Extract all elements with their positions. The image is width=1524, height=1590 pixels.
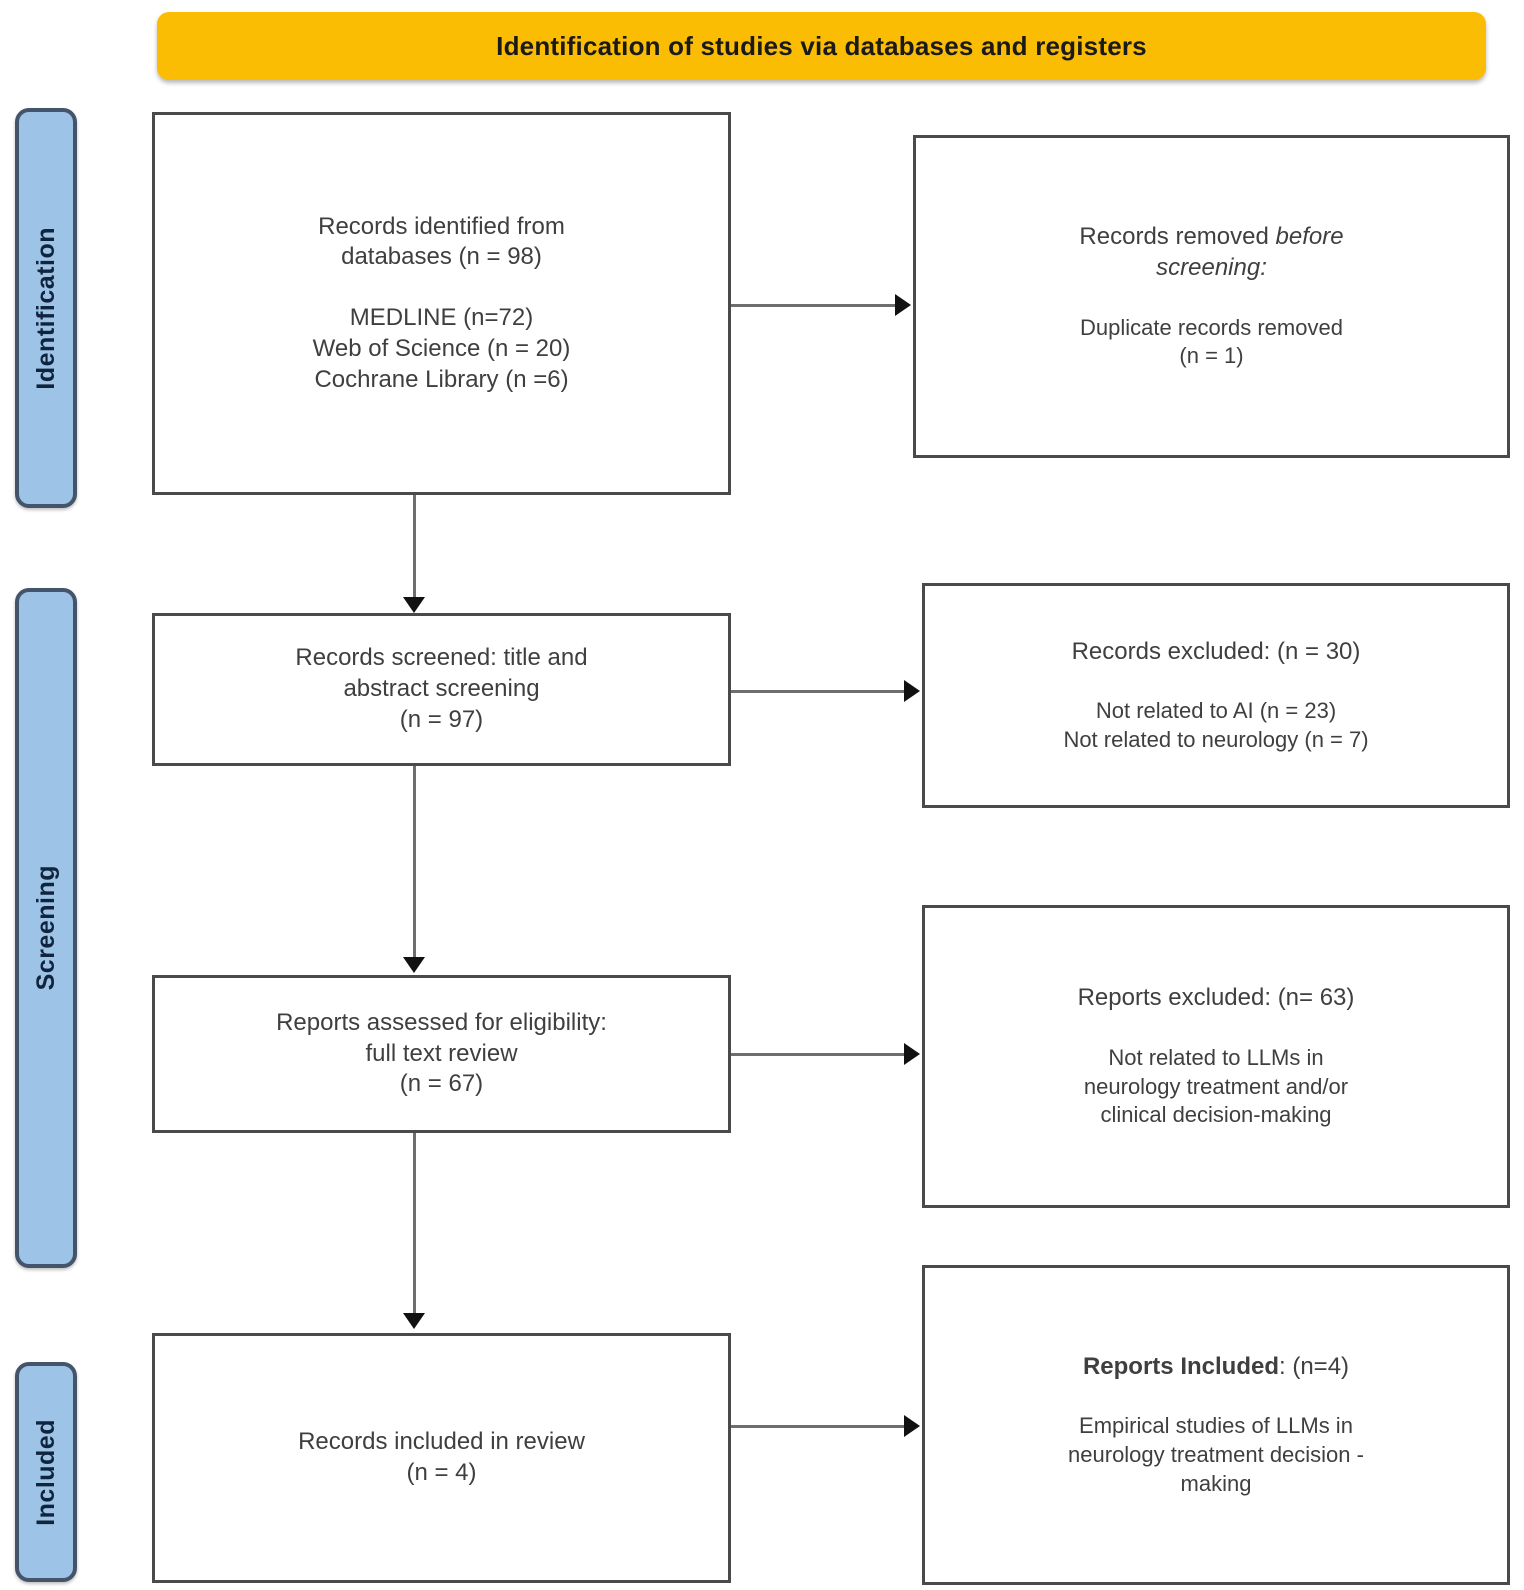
header-title: Identification of studies via databases … [496,30,1147,61]
records-identified-source-medline: MEDLINE (n=72) [349,304,534,332]
records-removed-title-prefix: Records removed [1079,223,1276,251]
arrow-down-icon [403,597,425,613]
connector-eligibility-to-reports-excluded [731,1053,906,1056]
reports-included-detail-line2: neurology treatment decision - [1068,1442,1364,1468]
connector-screened-to-eligibility [413,766,416,959]
duplicate-records-removed-line2: (n = 1) [1179,343,1244,369]
arrow-down-icon [403,1313,425,1329]
reports-included-detail-line1: Empirical studies of LLMs in [1079,1413,1353,1439]
records-excluded-reason-ai: Not related to AI (n = 23) [1095,698,1337,724]
box-records-included-in-review: Records included in review (n = 4) [152,1333,731,1583]
stage-label-included: Included [31,1418,60,1526]
records-screened-line2: abstract screening [343,675,540,703]
duplicate-records-removed-line1: Duplicate records removed [1080,314,1343,340]
stage-bar-included: Included [15,1362,77,1582]
box-records-screened: Records screened: title and abstract scr… [152,613,731,766]
connector-identified-to-screened [413,495,416,599]
records-screened-line1: Records screened: title and [295,644,588,672]
box-records-excluded: Records excluded: (n = 30) Not related t… [922,583,1510,808]
stage-label-identification: Identification [31,226,60,390]
records-removed-title-italic2: screening: [1156,253,1267,281]
box-records-identified: Records identified from databases (n = 9… [152,112,731,495]
records-identified-line2: databases (n = 98) [341,243,542,271]
box-reports-excluded: Reports excluded: (n= 63) Not related to… [922,905,1510,1208]
reports-excluded-reason-line2: neurology treatment and/or [1083,1073,1349,1099]
records-identified-source-cochrane: Cochrane Library (n =6) [314,365,569,393]
connector-screened-to-excluded [731,690,906,693]
arrow-down-icon [403,957,425,973]
reports-excluded-title: Reports excluded: (n= 63) [1077,984,1355,1012]
records-screened-line3: (n = 97) [399,705,484,733]
reports-included-detail-line3: making [1180,1470,1252,1496]
stage-bar-identification: Identification [15,108,77,508]
records-removed-title: Records removed before [1079,222,1343,253]
reports-excluded-reason-line3: clinical decision-making [1100,1102,1332,1128]
reports-assessed-line3: (n = 67) [399,1070,484,1098]
connector-identified-to-removed [731,304,897,307]
box-reports-included: Reports Included: (n=4) Empirical studie… [922,1265,1510,1585]
records-removed-title-italic: before [1275,223,1344,251]
records-excluded-title: Records excluded: (n = 30) [1071,637,1361,665]
box-reports-assessed-eligibility: Reports assessed for eligibility: full t… [152,975,731,1133]
connector-eligibility-to-included [413,1133,416,1315]
arrow-right-icon [895,294,911,316]
records-identified-source-wos: Web of Science (n = 20) [312,334,571,362]
reports-included-title-bold: Reports Included [1082,1352,1279,1380]
records-included-line2: (n = 4) [406,1459,477,1486]
reports-included-title-rest: : (n=4) [1279,1352,1350,1380]
box-records-removed-before-screening: Records removed before screening: Duplic… [913,135,1510,458]
reports-included-title: Reports Included: (n=4) [1083,1352,1349,1383]
header-banner: Identification of studies via databases … [157,12,1486,80]
records-identified-line1: Records identified from [318,212,565,240]
reports-assessed-line1: Reports assessed for eligibility: [276,1008,607,1036]
records-excluded-reason-neurology: Not related to neurology (n = 7) [1063,726,1369,752]
arrow-right-icon [904,1415,920,1437]
reports-excluded-reason-line1: Not related to LLMs in [1108,1044,1324,1070]
stage-label-screening: Screening [31,865,60,991]
reports-assessed-line2: full text review [365,1039,518,1067]
stage-bar-screening: Screening [15,588,77,1268]
arrow-right-icon [904,1043,920,1065]
arrow-right-icon [904,680,920,702]
records-included-line1: Records included in review [298,1428,585,1456]
connector-included-to-reports-included [731,1425,906,1428]
